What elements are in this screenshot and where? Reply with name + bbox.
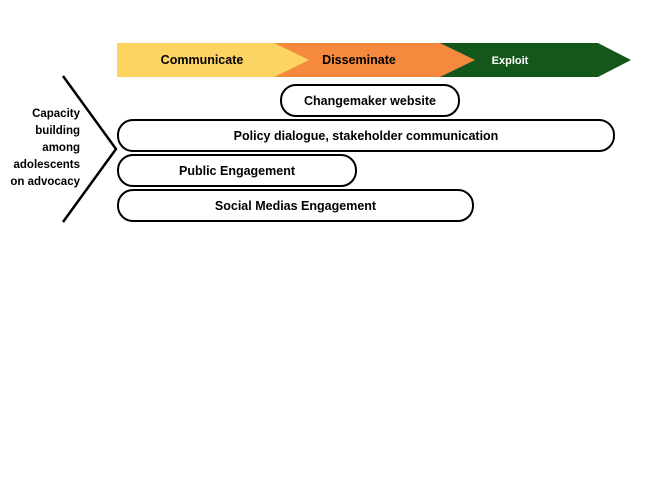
- activity-policy-dialogue: Policy dialogue, stakeholder communicati…: [117, 119, 615, 152]
- phase-exploit-label: Exploit: [492, 55, 529, 67]
- activity-label: Public Engagement: [179, 163, 295, 178]
- phase-disseminate-arrow: [273, 43, 475, 77]
- activity-label: Changemaker website: [304, 93, 436, 108]
- left-label-line: among: [42, 142, 80, 154]
- activity-label: Policy dialogue, stakeholder communicati…: [233, 128, 499, 143]
- left-label-line: on advocacy: [10, 176, 80, 188]
- phase-exploit-arrow: [435, 43, 631, 77]
- activity-label: Social Medias Engagement: [214, 198, 377, 213]
- phase-disseminate-label: Disseminate: [322, 53, 396, 67]
- left-label-line: adolescents: [13, 159, 80, 171]
- left-label-line: building: [35, 125, 80, 137]
- chevron-bracket: [61, 75, 118, 223]
- capacity-building-label: Capacity building among adolescents on a…: [4, 106, 80, 191]
- left-label-line: Capacity: [32, 108, 80, 120]
- phase-communicate-arrow: [117, 43, 309, 77]
- activity-public-engagement: Public Engagement: [117, 154, 357, 187]
- activity-social-medias-engagement: Social Medias Engagement: [117, 189, 474, 222]
- phase-communicate-label: Communicate: [161, 53, 244, 67]
- activity-changemaker-website: Changemaker website: [280, 84, 460, 117]
